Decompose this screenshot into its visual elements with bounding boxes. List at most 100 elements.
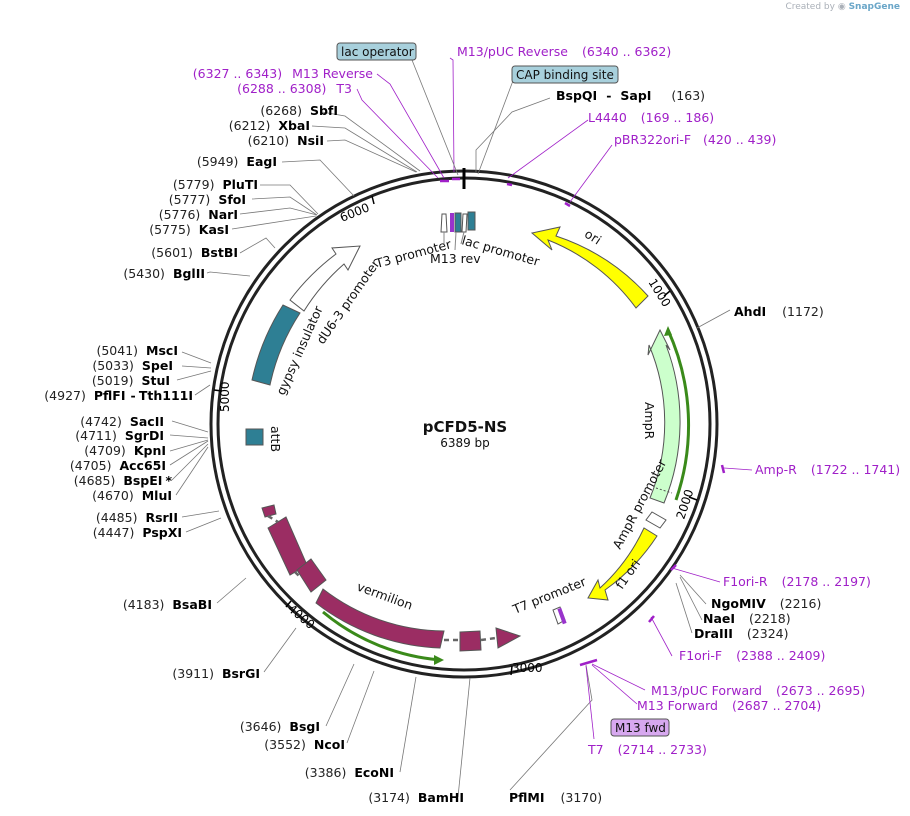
bspqi-pos: (163) [671,88,705,103]
primer-bind-marks [440,177,726,667]
site-bspqi-sapi[interactable]: BspQI - SapI (163) [556,88,705,103]
f1-ori-feature[interactable] [587,527,658,601]
primer-m13puc-reverse[interactable]: M13/pUC Reverse(6340 .. 6362) [457,44,671,59]
site-rsrii[interactable]: (4485)RsrII [96,510,178,525]
tick-3000: 3000 [512,661,543,675]
site-msci[interactable]: (5041)MscI [96,343,178,358]
primer-l4440[interactable]: L4440(169 .. 186) [588,110,714,125]
ampr-primer-arrow [666,329,691,501]
site-ahdi[interactable]: AhdI (1172) [734,304,824,319]
vermilion-label: vermilion [355,579,415,613]
site-bstbi[interactable]: (5601)BstBI [151,245,238,260]
plasmid-name: pCFD5-NS [423,418,507,436]
primer-t7[interactable]: T7(2714 .. 2733) [587,742,707,757]
plasmid-length: 6389 bp [440,436,490,450]
svg-text:BspQI - SapI: BspQI - SapI (163) [556,88,705,103]
left-sites: (6268)SbfI (6212)XbaI (6210)NsiI (5949)E… [44,103,464,805]
top-feature-leaders [443,231,465,251]
vermilion-feature[interactable] [261,504,522,652]
backbone [209,168,719,679]
ahdi-pos: (1172) [782,304,824,319]
cap-binding-site-box[interactable]: CAP binding site [511,65,619,84]
site-draiii[interactable]: DraIII (2324) [694,626,789,641]
snapgene-logo-icon: ◉ [837,2,846,12]
primer-m13puc-forward[interactable]: M13/pUC Forward(2673 .. 2695) [651,683,865,698]
primer-amp-r[interactable]: Amp-R(1722 .. 1741) [755,462,900,477]
ampr-feature[interactable] [647,328,681,504]
ori-label: ori [582,226,604,248]
m13-fwd-text: M13 fwd [615,721,666,735]
svg-text:DraIII (2324): DraIII (2324) [694,626,789,641]
site-nari[interactable]: (5776)NarI [159,207,238,222]
ngomiv-pos: (2216) [780,596,822,611]
m13-fwd-box[interactable]: M13 fwd [610,718,670,737]
site-stui[interactable]: (5019)StuI [92,373,170,388]
gypsy-insulator-feature[interactable] [251,304,301,386]
site-eagi[interactable]: (5949)EagI [197,154,277,169]
ngomiv-name: NgoMIV [711,596,766,611]
bspqi-name: BspQI [556,88,597,103]
naei-name: NaeI [703,611,735,626]
site-kpni[interactable]: (4709)KpnI [84,443,166,458]
site-sgrdi[interactable]: (4711)SgrDI [75,428,164,443]
site-econi[interactable]: (3386)EcoNI [305,765,394,780]
ori-feature[interactable] [530,226,649,309]
site-ncoi[interactable]: (3552)NcoI [264,737,345,752]
site-ngomiv[interactable]: NgoMIV (2216) [711,596,821,611]
snapgene-credit: Created by ◉ SnapGene [785,2,900,12]
attb-feature[interactable] [245,428,264,446]
draiii-name: DraIII [694,626,733,641]
site-xbai[interactable]: (6212)XbaI [229,118,310,133]
primer-pbr322ori-f[interactable]: pBR322ori-F(420 .. 439) [614,132,776,147]
site-bspei[interactable]: (4685)BspEI* [74,473,173,488]
site-mlui[interactable]: (4670)MluI [92,488,172,503]
site-bsrgi[interactable]: (3911)BsrGI [172,666,260,681]
site-sfoi[interactable]: (5777)SfoI [169,192,246,207]
tick-5000: 5000 [218,381,232,412]
du6-3-promoter-feature[interactable] [289,245,361,312]
site-sacii[interactable]: (4742)SacII [80,414,164,429]
site-pflmi[interactable]: PflMI (3170) [509,790,602,805]
vermilion-connectors [267,514,497,642]
t7-promoter-label: T7 promoter [510,573,589,617]
tick-1000: 1000 [645,276,673,309]
site-pflfi-tth111i[interactable]: (4927)PflFI-Tth111I [44,388,193,403]
primer-f1ori-r[interactable]: F1ori-R(2178 .. 2197) [723,574,871,589]
lac-operator-text: lac operator [341,45,414,59]
svg-text:NgoMIV (2216): NgoMIV (2216) [711,596,821,611]
sapi-name: SapI [620,88,651,103]
pflmi-name: PflMI [509,790,545,805]
vermilion-primer-arrow [322,610,441,662]
m13-rev-label: M13 rev [430,251,481,266]
primer-f1ori-f[interactable]: F1ori-F(2388 .. 2409) [679,648,825,663]
draiii-pos: (2324) [747,626,789,641]
primer-t3[interactable]: (6288 .. 6308)T3 [237,81,352,96]
lac-operator-box[interactable]: lac operator [336,42,417,61]
top-feature-cluster[interactable] [440,211,476,233]
svg-text:NaeI (2218): NaeI (2218) [703,611,791,626]
ampr-promoter-feature[interactable] [645,511,667,529]
svg-text:PflMI (3170): PflMI (3170) [509,790,602,805]
site-pspxi[interactable]: (4447)PspXI [93,525,182,540]
site-bsgi[interactable]: (3646)BsgI [240,719,320,734]
credit-brand: SnapGene [848,2,900,12]
ahdi-name: AhdI [734,304,766,319]
site-acc65i[interactable]: (4705)Acc65I [70,458,166,473]
site-bsabi[interactable]: (4183)BsaBI [123,597,212,612]
primer-m13-forward[interactable]: M13 Forward(2687 .. 2704) [637,698,821,713]
site-naei[interactable]: NaeI (2218) [703,611,791,626]
site-sbfi[interactable]: (6268)SbfI [260,103,338,118]
site-spei[interactable]: (5033)SpeI [92,358,173,373]
primer-m13-reverse[interactable]: (6327 .. 6343)M13 Reverse [193,66,373,81]
attb-label: attB [268,426,283,452]
t7-primer-mark [557,607,567,625]
site-pluti[interactable]: (5779)PluTI [173,177,258,192]
site-bamhi[interactable]: (3174)BamHI [368,790,464,805]
site-nsii[interactable]: (6210)NsiI [248,133,324,148]
pflmi-pos: (3170) [561,790,603,805]
tick-6000: 6000 [338,200,372,224]
site-kasi[interactable]: (5775)KasI [149,222,229,237]
svg-text:AhdI (1172): AhdI (1172) [734,304,824,319]
site-bglii[interactable]: (5430)BglII [123,266,205,281]
